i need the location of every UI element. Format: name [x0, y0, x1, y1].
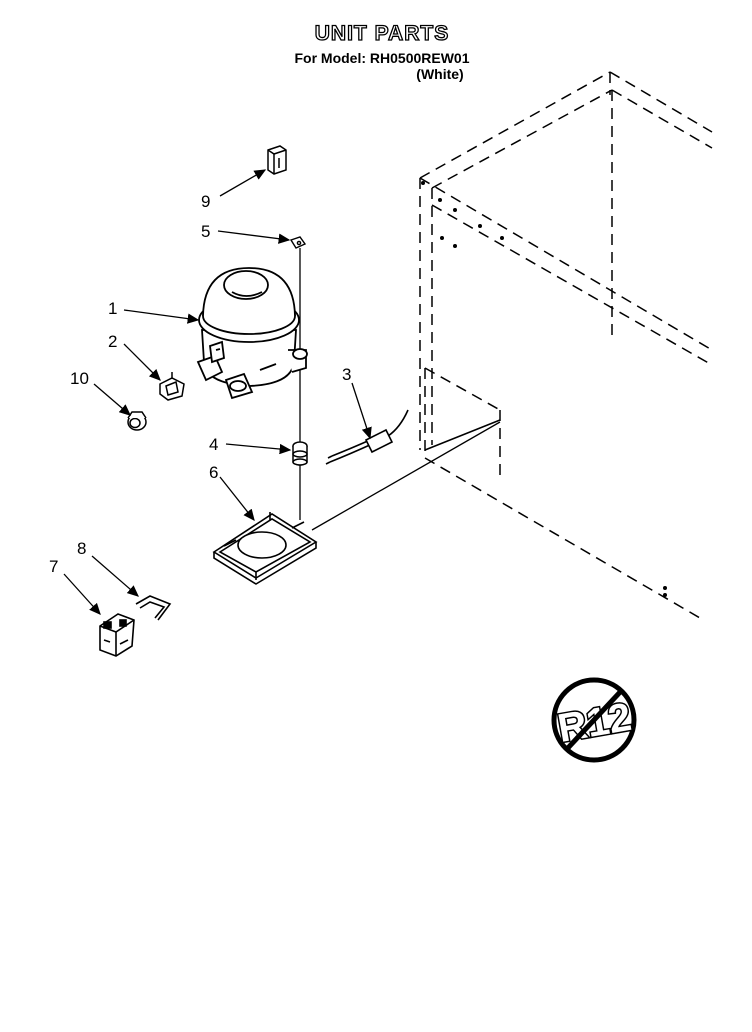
mounting-clip-icon	[289, 236, 307, 249]
retainer-clip-icon	[135, 595, 172, 621]
cabinet-outline	[419, 71, 713, 619]
model-color: (White)	[416, 66, 464, 82]
model-number: For Model: RH0500REW01	[294, 50, 470, 66]
assembly-lines	[299, 248, 501, 531]
callout-10: 10	[70, 369, 89, 388]
callout-7: 7	[49, 557, 58, 576]
callout-3: 3	[342, 365, 351, 384]
overload-protector-icon	[159, 372, 185, 401]
callout-6: 6	[209, 463, 218, 482]
base-plate-icon	[212, 512, 318, 585]
relay-icon	[99, 613, 135, 657]
page-title: UNIT PARTS	[314, 21, 450, 45]
callout-5: 5	[201, 222, 210, 241]
callout-9: 9	[201, 192, 210, 211]
drier-tube-icon	[325, 409, 409, 465]
leader-lines	[63, 169, 372, 615]
compressor-icon	[196, 267, 308, 400]
no-r12-symbol-icon: R12	[551, 677, 637, 763]
terminal-cover-icon	[267, 145, 287, 175]
callout-4: 4	[209, 435, 218, 454]
cabinet-holes	[421, 181, 667, 597]
callout-8: 8	[77, 539, 86, 558]
cover-nut-icon	[127, 411, 147, 431]
grommet-icon	[292, 441, 308, 466]
cabinet-edge	[424, 419, 501, 451]
callout-2: 2	[108, 332, 117, 351]
callout-1: 1	[108, 299, 117, 318]
